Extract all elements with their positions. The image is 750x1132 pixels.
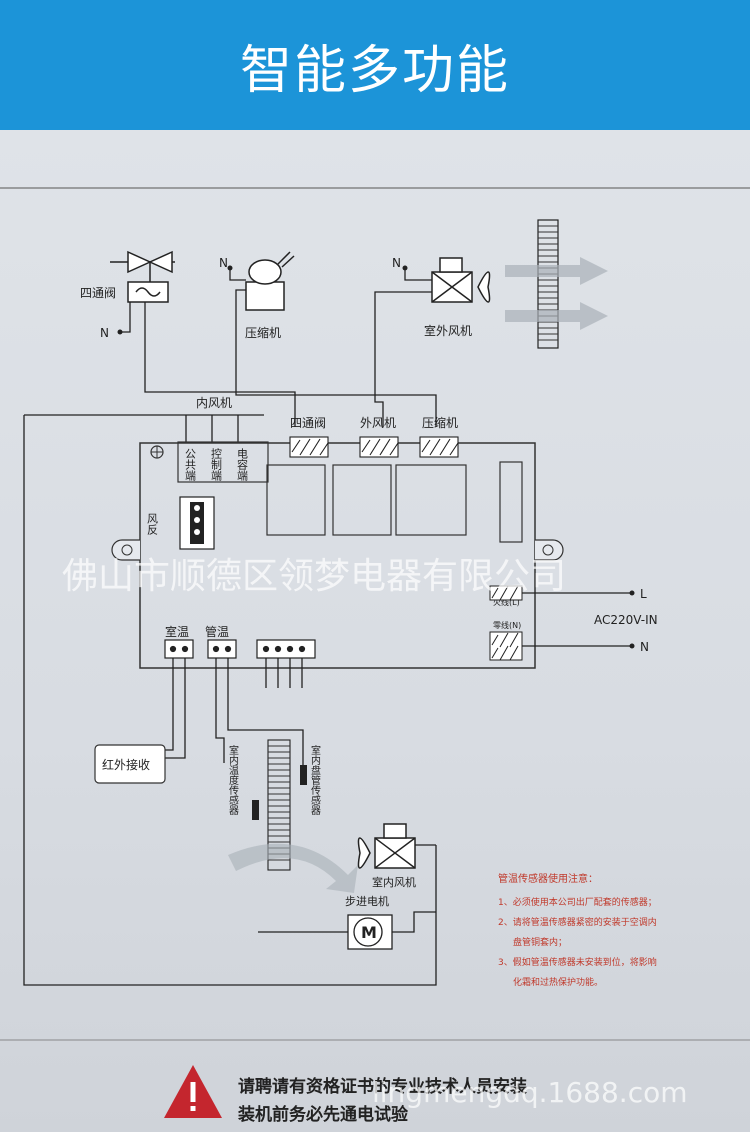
- stepper-motor-label: 步进电机: [345, 894, 389, 908]
- terminal-control-label: 控制端: [210, 447, 223, 482]
- title-banner: 智能多功能: [0, 0, 750, 130]
- neutral-left-label: N: [100, 326, 109, 340]
- coil-sensor-probe-icon: [300, 765, 307, 785]
- indoor-fan-motor-label: 室内风机: [372, 875, 416, 889]
- warning-line-1: 请聘请有资格证书的专业技术人员安装: [238, 1076, 527, 1097]
- ir-receiver-label: 红外接收: [102, 757, 150, 772]
- relay-blocks: [266, 461, 523, 543]
- terminal-capacitor-label: 电容端: [236, 448, 249, 482]
- page-title: 智能多功能: [239, 40, 510, 101]
- neutral-mid-label: N: [219, 256, 228, 270]
- compressor-icon: [245, 251, 295, 311]
- neutral-out-label: N: [392, 256, 401, 270]
- sensor-connectors: [164, 639, 316, 659]
- fan-terminal-block: [177, 441, 269, 483]
- airflow-arrow-icon: [228, 843, 358, 893]
- stepper-motor-icon: M: [347, 914, 393, 950]
- room-temp-label: 室温: [165, 624, 189, 639]
- input-N-label: N: [640, 640, 649, 654]
- notes-item-2: 2、请将管温传感器紧密的安装于空调内: [498, 916, 657, 928]
- neutral-wire-label: 零线(N): [493, 620, 521, 630]
- notes-item-1: 1、必须使用本公司出厂配套的传感器；: [498, 896, 657, 908]
- compressor-label: 压缩机: [245, 325, 281, 340]
- relay-terminals: [289, 436, 459, 458]
- outdoor-fan-icon: [431, 257, 491, 303]
- pipe-temp-label: 管温: [205, 624, 229, 639]
- relay-compressor-label: 压缩机: [422, 415, 458, 430]
- site-watermark: lingmengdq.1688.com: [372, 1076, 688, 1109]
- terminal-common-label: 公共端: [184, 448, 197, 482]
- indoor-temp-sensor-label: 室内温度传感器: [227, 744, 239, 816]
- notes-item-3: 盘管铜套内；: [513, 936, 567, 948]
- four-way-valve-label: 四通阀: [80, 286, 116, 300]
- indoor-fan-label: 内风机: [196, 396, 232, 410]
- fan-feedback-connector: [179, 496, 215, 550]
- outdoor-fan-label: 室外风机: [424, 323, 472, 338]
- indoor-coil-icon: [267, 739, 291, 871]
- temp-sensor-probe-icon: [252, 800, 259, 820]
- input-L-label: L: [640, 587, 647, 601]
- warning-icon: [164, 1065, 222, 1118]
- ir-receiver-box: [94, 744, 166, 784]
- motor-letter: M: [361, 923, 377, 942]
- live-wire-label: 火线(L): [493, 597, 520, 607]
- indoor-coil-sensor-label: 室内盘管传感器: [309, 744, 321, 816]
- heat-exchanger-icon: [505, 219, 608, 349]
- notes-item-4: 3、假如管温传感器未安装到位，将影响: [498, 956, 657, 968]
- relay-four-way-label: 四通阀: [290, 416, 326, 430]
- indoor-fan-motor-icon: [357, 823, 416, 869]
- notes-item-5: 化霜和过热保护功能。: [513, 976, 603, 988]
- warning-line-2: 装机前务必先通电试验: [237, 1104, 409, 1125]
- company-watermark: 佛山市顺德区领梦电器有限公司: [62, 556, 566, 597]
- input-voltage-label: AC220V-IN: [594, 613, 658, 627]
- relay-outdoor-fan-label: 外风机: [360, 416, 396, 430]
- notes-title: 管温传感器使用注意：: [498, 872, 598, 885]
- fan-feedback-label: 风反: [146, 513, 159, 536]
- four-way-valve-icon: [110, 250, 175, 303]
